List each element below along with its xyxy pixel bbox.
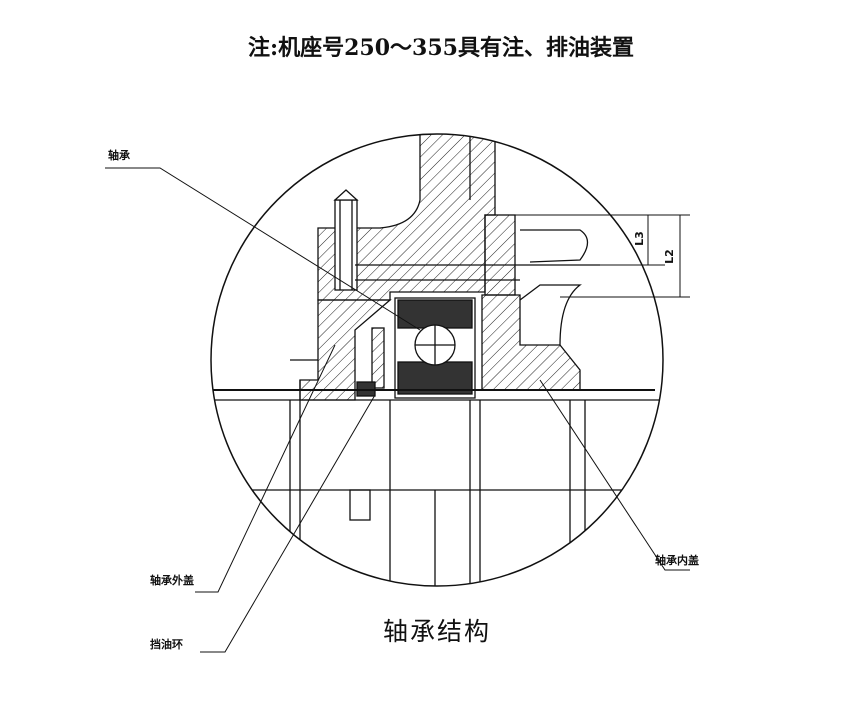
label-outer-cover: 轴承外盖: [150, 574, 194, 587]
leader-lines: [105, 167, 690, 653]
inner-cover-section: [481, 294, 581, 391]
oil-ring-section: [371, 327, 385, 389]
drawing-note-title: 注:机座号250～355具有注、排油装置: [248, 35, 634, 61]
housing-section: [317, 134, 496, 301]
dimension-lines: [515, 214, 690, 298]
label-bearing: 轴承: [108, 149, 130, 162]
drawing-caption: 轴承结构: [383, 617, 492, 646]
dimension-l2: L2: [662, 249, 676, 264]
label-oil-ring: 挡油环: [150, 638, 183, 651]
dimension-l3: L3: [632, 231, 646, 246]
label-inner-cover: 轴承内盖: [655, 554, 699, 567]
